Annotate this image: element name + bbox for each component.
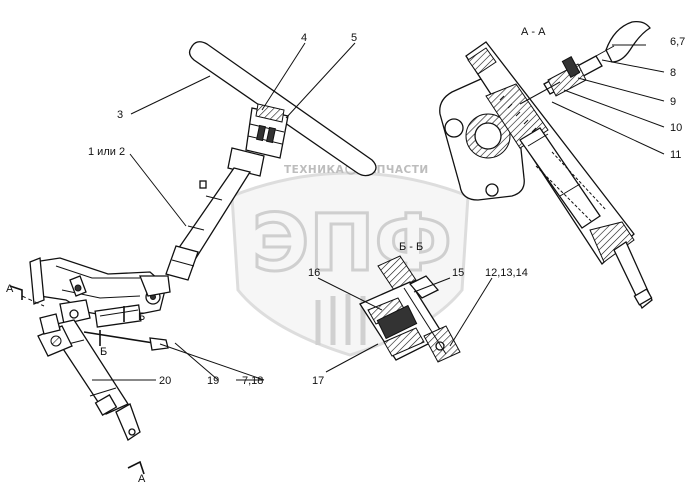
aa-coil-spring: [535, 165, 593, 223]
callout-16: 16: [308, 267, 320, 279]
column-bracket: [33, 257, 167, 319]
aa-flange-hole-bottom: [485, 183, 499, 197]
shaft-end-fork: [115, 403, 141, 441]
aa-inner-shaft: [519, 127, 601, 229]
callout-4: 4: [301, 32, 307, 44]
callout-15: 15: [452, 267, 464, 279]
callout-5: 5: [351, 32, 357, 44]
bracket-plate: [29, 257, 45, 305]
callout-1-or-2: 1 или 2: [88, 146, 125, 158]
cut-b-top-label: Б: [138, 311, 145, 323]
bracket-lever: [139, 275, 171, 297]
callout-labels: 3 4 5 1 или 2 20 19 7,18 16 15 17 12,13,…: [88, 32, 685, 387]
callout-7-18: 7,18: [242, 375, 263, 387]
callout-6-7: 6,7: [670, 36, 685, 48]
callout-3: 3: [117, 109, 123, 121]
bb-upper-bolt-head: [377, 255, 417, 291]
section-cut-b: Б Б: [99, 306, 145, 358]
tie-rod: [83, 331, 161, 345]
steering-column-drawing: А А Б Б: [6, 41, 377, 485]
callout-12-13-14: 12,13,14: [485, 267, 528, 279]
watermark-caption-right: ЗАПЧАСТИ: [360, 164, 429, 176]
callout-11: 11: [670, 149, 681, 161]
cut-b-bottom-label: Б: [100, 346, 107, 358]
section-aa-drawing: А - А: [439, 20, 653, 310]
section-bb-drawing: Б - Б: [359, 241, 461, 363]
section-bb-title: Б - Б: [399, 241, 423, 253]
leader-lines: [92, 42, 665, 381]
callout-10: 10: [670, 122, 682, 134]
aa-bearing-inner: [474, 122, 502, 150]
bracket-clamp: [94, 304, 142, 328]
aa-knob: [605, 20, 651, 63]
callout-9: 9: [670, 96, 676, 108]
callout-19: 19: [207, 375, 219, 387]
aa-flange-hole-top: [444, 118, 464, 138]
steering-wheel-spoke: [188, 41, 377, 177]
callout-20: 20: [159, 375, 171, 387]
cut-a-top-label: А: [6, 283, 14, 295]
watermark-caption-left: ТЕХНИКА: [284, 164, 345, 176]
watermark-logo-text: ЭПФ: [252, 199, 452, 289]
callout-8: 8: [670, 67, 676, 79]
watermark: ЭПФ ТЕХНИКА ЗАПЧАСТИ: [230, 163, 470, 357]
cut-a-bottom-label: А: [138, 473, 146, 485]
section-aa-title: А - А: [521, 26, 546, 38]
callout-17: 17: [312, 375, 324, 387]
section-cut-a: А А: [6, 283, 146, 485]
